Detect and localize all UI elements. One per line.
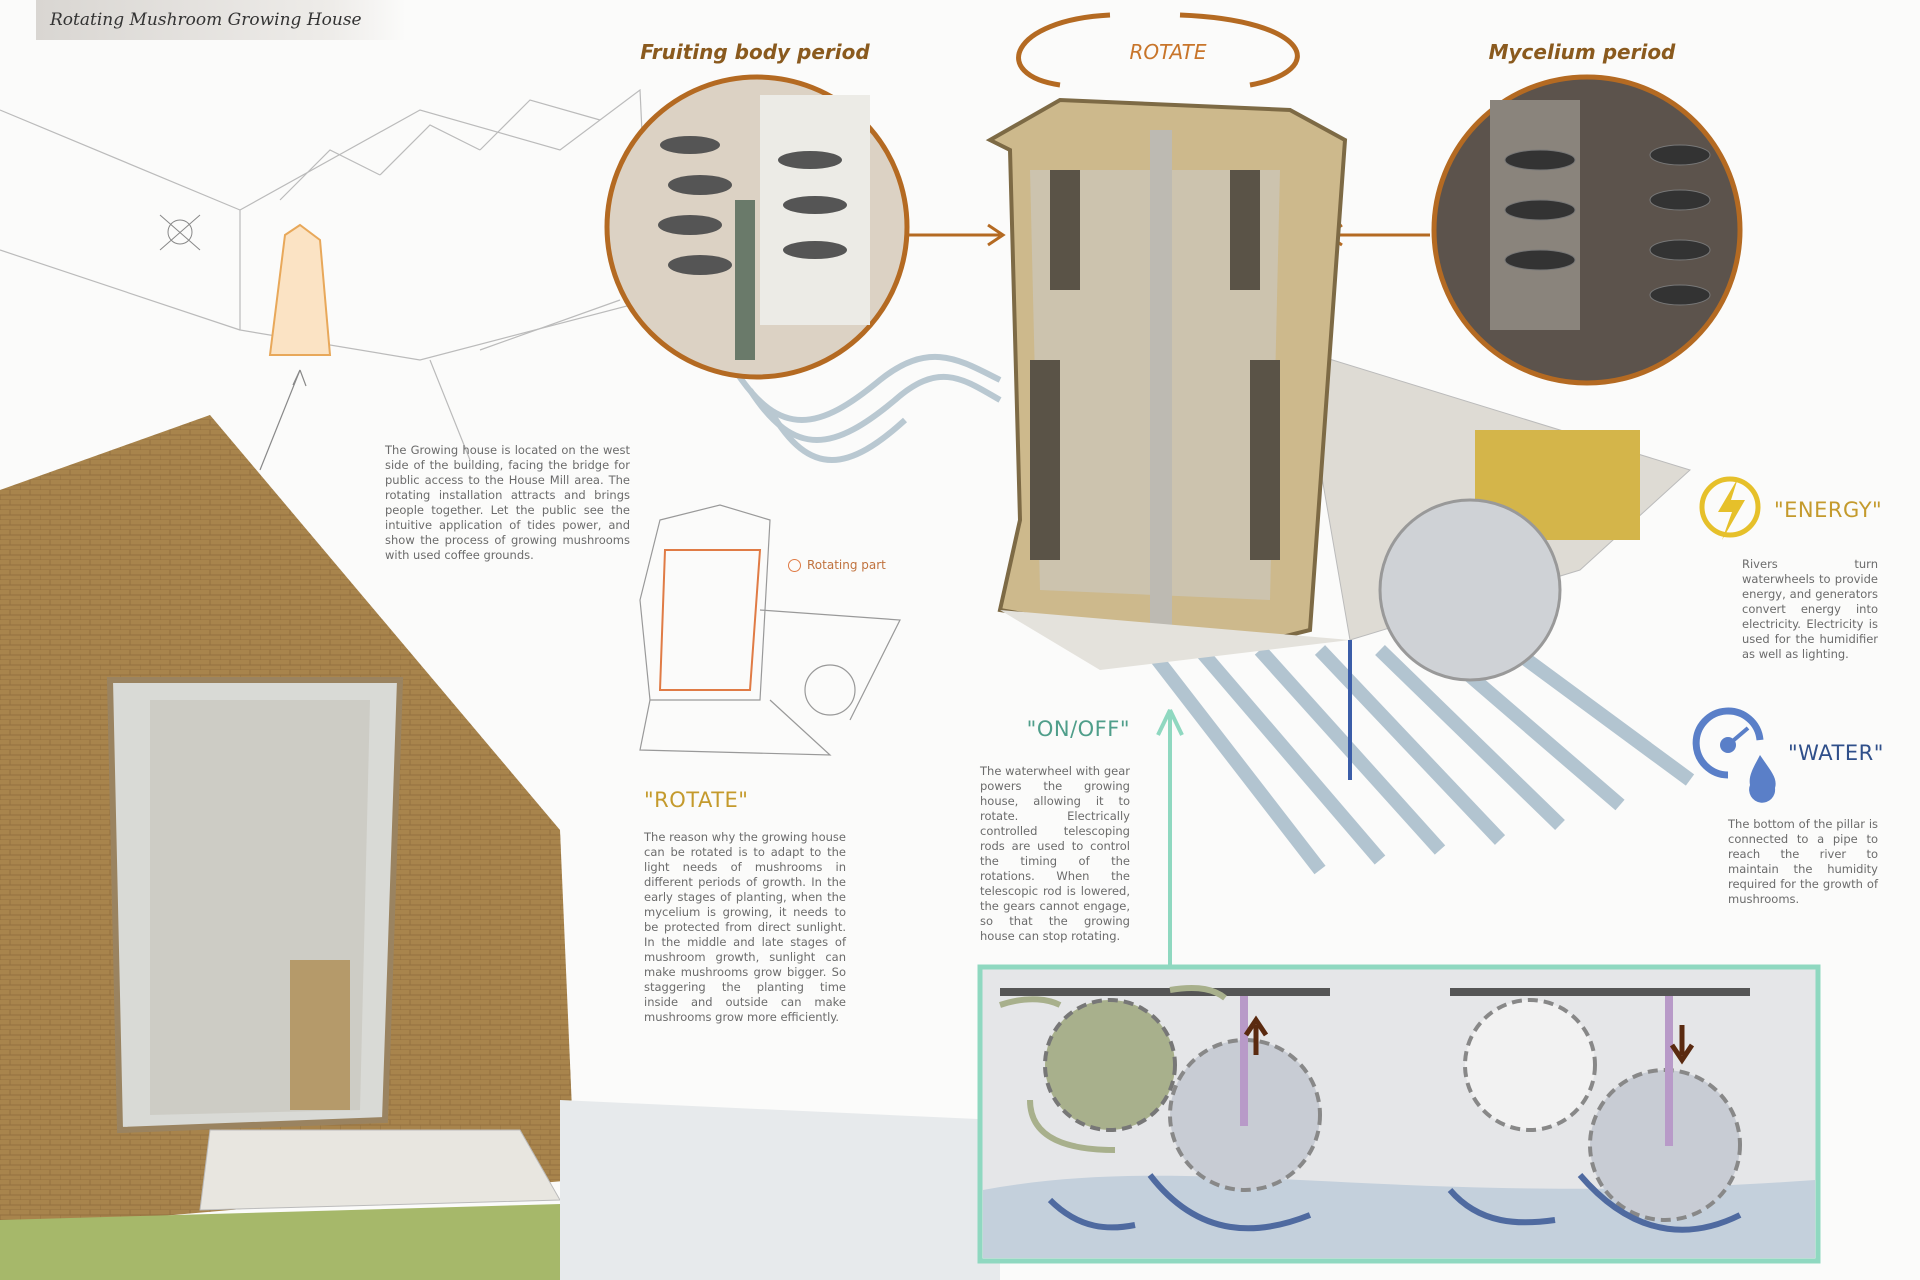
water-heading: "WATER" [1788,741,1884,765]
rotate-description: The reason why the growing house can be … [644,830,846,1024]
rotating-tower-model [985,97,1691,780]
fruiting-body-header: Fruiting body period [640,40,870,64]
water-gauge-icon [1692,707,1776,803]
compass-icon [159,214,201,251]
energy-heading: "ENERGY" [1774,498,1883,522]
growing-house-highlight [268,223,332,356]
water-description: The bottom of the pillar is connected to… [1728,817,1878,906]
river-contours [732,354,1002,463]
rotate-header: ROTATE [1129,40,1207,64]
onoff-heading: "ON/OFF" [1026,717,1130,741]
rotate-arrow-icon [1016,12,1111,88]
arrows [905,12,1430,247]
rotating-part-diagram [639,504,901,756]
onoff-description: The waterwheel with gear powers the grow… [980,764,1130,943]
site-description: The Growing house is located on the west… [385,443,630,562]
board-title: Rotating Mushroom Growing House [36,0,406,40]
lightning-icon [1699,476,1761,540]
site-axonometric-drawing [0,88,651,471]
circle-marker-icon [788,558,801,572]
gear-mechanism-diagram [977,964,1821,1264]
fruiting-body-circle [604,74,910,380]
leader-line [1156,709,1184,967]
energy-description: Rivers turn waterwheels to provide energ… [1742,557,1878,661]
rotating-part-label: Rotating part [788,558,886,572]
down-arrow-icon [1669,1025,1695,1065]
rotating-part-text: Rotating part [807,558,886,572]
rotate-heading: "ROTATE" [644,788,749,812]
up-arrow-icon [1243,1015,1269,1055]
mycelium-circle [1431,74,1743,386]
river-stripes [1144,634,1695,875]
brick-building-render [0,415,1000,1280]
mycelium-header: Mycelium period [1488,40,1676,64]
